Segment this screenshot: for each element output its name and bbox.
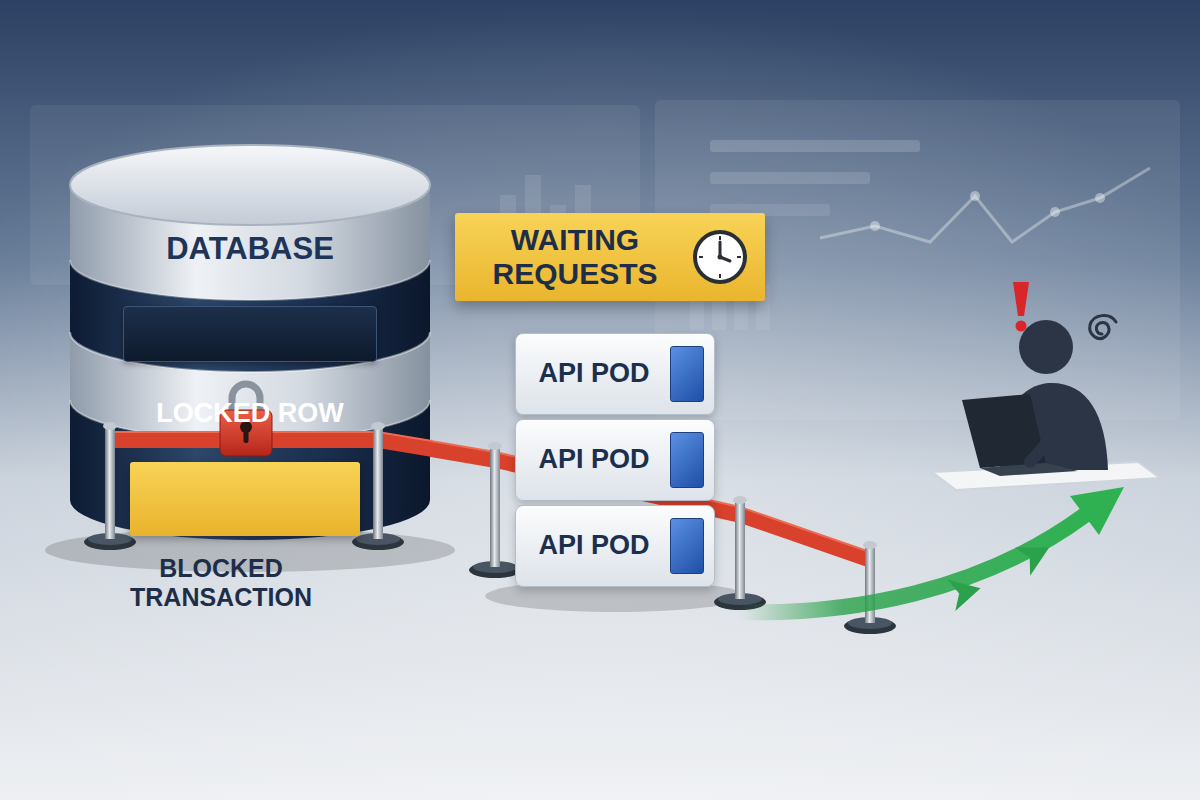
pod-panel xyxy=(670,518,704,574)
dashboard-panels xyxy=(734,300,748,330)
locked-row-box: LOCKED ROW xyxy=(123,306,377,362)
barrier-post xyxy=(863,541,877,549)
barrier-post xyxy=(373,426,383,539)
box-label: API POD xyxy=(538,359,649,389)
dashboard-panels xyxy=(710,172,870,184)
padlock-icon xyxy=(244,429,249,443)
line-chart xyxy=(1095,193,1105,203)
box-label: LOCKED ROW xyxy=(124,399,376,429)
barrier-post xyxy=(105,426,115,539)
box-label: WAITING REQUESTS xyxy=(492,223,657,292)
confusion-swirl xyxy=(1090,316,1116,339)
database-label: DATABASE xyxy=(68,232,432,266)
line-chart xyxy=(820,168,1150,242)
api-pod-box: API POD xyxy=(515,505,715,587)
line-chart xyxy=(870,221,880,231)
line-chart xyxy=(1050,207,1060,217)
user-figure xyxy=(932,462,1160,490)
pod-panel xyxy=(670,432,704,488)
user-figure xyxy=(1030,418,1062,462)
barrier-post xyxy=(733,496,747,504)
user-figure xyxy=(1019,320,1073,374)
green-arrow xyxy=(1070,487,1124,535)
barrier-post xyxy=(371,422,385,430)
box-label: API POD xyxy=(538,445,649,475)
dashboard-panels xyxy=(710,140,920,152)
user-figure xyxy=(932,320,1160,490)
box-label: BLOCKED TRANSACTION xyxy=(130,554,312,612)
clock-icon xyxy=(699,256,703,258)
green-arrow xyxy=(948,573,985,611)
green-arrow xyxy=(948,573,985,611)
green-arrow xyxy=(740,515,1085,612)
clock-icon xyxy=(737,256,741,258)
api-pod-box: API POD xyxy=(515,419,715,501)
clock-icon xyxy=(695,232,745,282)
database-cylinder xyxy=(70,145,430,225)
blocked-label: BLOCKED TRANSACTION xyxy=(130,462,360,536)
waiting-banner: WAITING REQUESTS xyxy=(455,213,765,301)
barrier-post xyxy=(103,422,117,430)
barrier-post xyxy=(488,442,502,450)
pod-panel xyxy=(670,346,704,402)
line-chart xyxy=(820,168,1150,242)
barrier-post xyxy=(735,500,745,599)
line-chart xyxy=(970,191,980,201)
database-cylinder: DATABASE LOCKED ROW BLOCKED TRANSACTION xyxy=(68,140,432,550)
clock-icon xyxy=(719,236,721,240)
barrier-post xyxy=(84,422,404,550)
clock-icon xyxy=(691,228,749,286)
green-arrow xyxy=(1015,533,1057,575)
api-pod-box: API POD xyxy=(515,333,715,415)
green-arrow xyxy=(1015,533,1057,575)
clock-icon xyxy=(718,255,723,260)
clock-icon xyxy=(719,274,721,278)
dashboard-panels xyxy=(655,100,1180,420)
alert-mark xyxy=(1016,321,1027,332)
barrier-post xyxy=(490,446,500,567)
alert-mark xyxy=(1013,282,1029,332)
green-arrow xyxy=(740,487,1124,612)
confusion-swirl xyxy=(1090,316,1116,339)
alert-mark xyxy=(1013,282,1029,316)
box-label: API POD xyxy=(538,531,649,561)
